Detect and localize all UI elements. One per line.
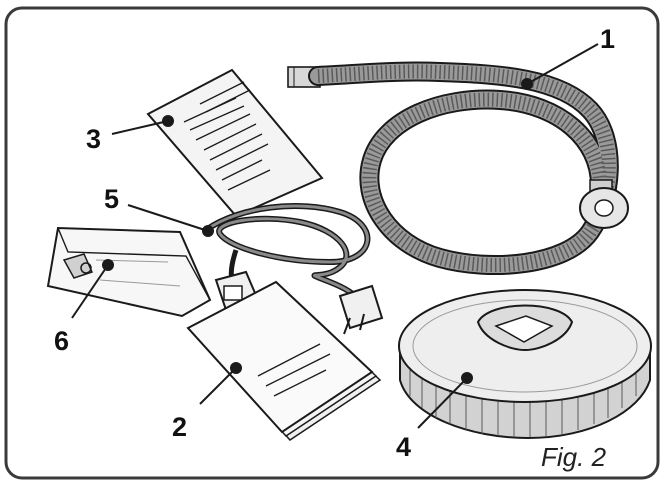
callout-1: 1 [600,24,615,54]
leader-line-4 [417,377,468,429]
leader-line-1 [526,43,599,85]
leader-line-3 [111,120,169,135]
leader-line-5 [127,204,209,232]
callout-6: 6 [54,326,69,356]
brush-head-icon [398,289,652,440]
instruction-sheet-icon [146,68,324,218]
callout-5: 5 [104,184,119,214]
leader-line-6 [71,264,109,319]
figure-caption: Fig. 2 [541,442,607,472]
callout-4: 4 [396,432,411,462]
leader-line-2 [199,367,237,405]
callout-2: 2 [172,412,187,442]
leader-lines [71,43,599,429]
hose-icon [287,61,629,275]
callout-3: 3 [86,124,101,154]
manual-booklet-icon [186,280,382,441]
